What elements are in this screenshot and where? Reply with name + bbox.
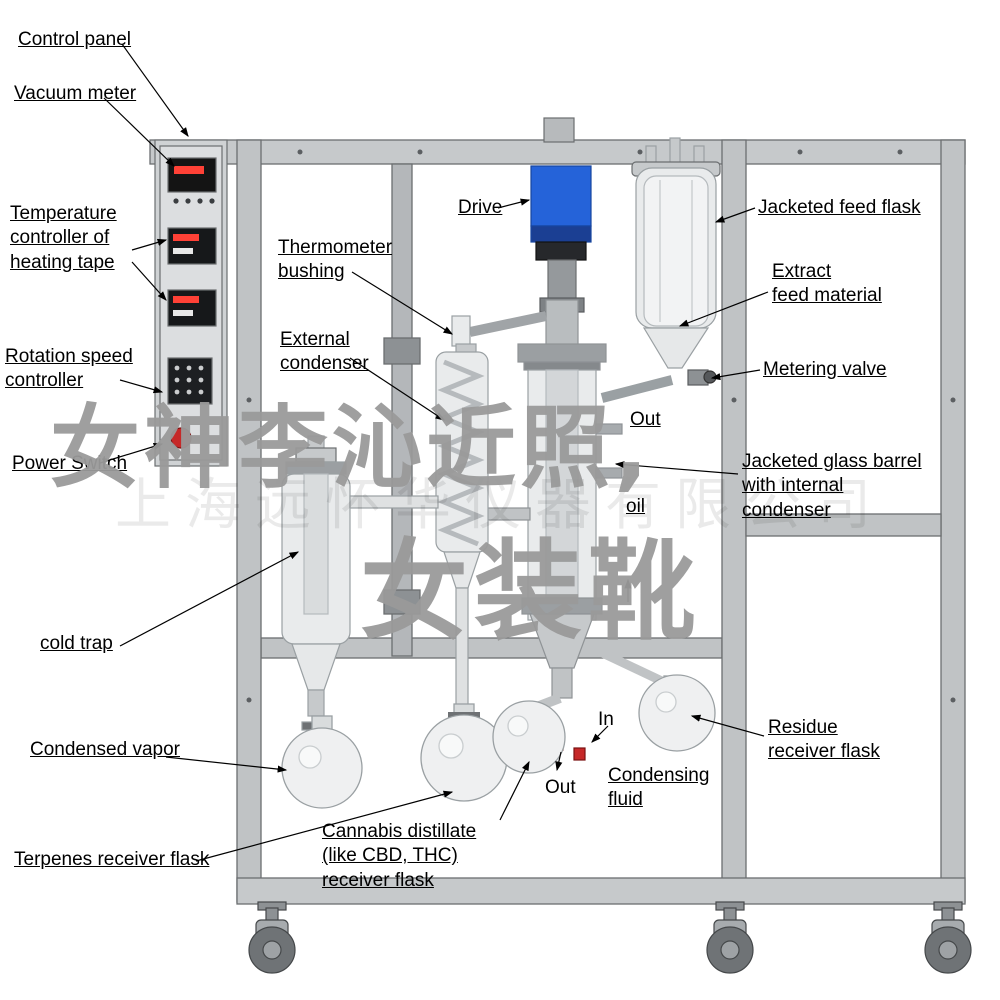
label-heat-out: Out	[630, 409, 661, 430]
receiver-flasks	[281, 643, 716, 809]
label-power-switch: Power Switch	[12, 453, 128, 474]
evaporator-column	[451, 299, 623, 761]
label-external-condenser: External condenser	[280, 329, 369, 375]
jacketed-feed-flask-vessel	[600, 137, 721, 403]
label-jacketed-barrel: Jacketed glass barrel with internal cond…	[742, 451, 922, 521]
label-metering-valve: Metering valve	[763, 359, 887, 380]
label-cannabis-flask: Cannabis distillate (like CBD, THC) rece…	[322, 821, 477, 891]
label-residue-flask: Residue receiver flask	[768, 717, 880, 763]
temp-controller-display-1	[167, 227, 217, 265]
label-thermometer-bushing: Thermometer bushing	[278, 237, 393, 283]
oil-out-port	[595, 423, 623, 435]
label-jacketed-feed-flask: Jacketed feed flask	[758, 197, 921, 218]
temp-controller-display-2	[167, 289, 217, 327]
condensed-vapor-flask	[281, 727, 363, 809]
label-terpenes-flask: Terpenes receiver flask	[14, 849, 210, 870]
label-temp-controller: Temperature controller of heating tape	[10, 203, 117, 273]
residue-receiver-flask-vessel	[638, 674, 716, 752]
cold-trap-vessel	[281, 435, 439, 731]
power-switch-button[interactable]	[170, 427, 192, 449]
label-condensing-fluid: Condensing fluid	[608, 765, 710, 811]
label-out-port: Out	[545, 777, 576, 798]
cart-frame	[149, 139, 966, 905]
label-condensed-vapor: Condensed vapor	[30, 739, 180, 760]
label-heat-oil: oil	[626, 496, 646, 517]
leader-lines	[99, 43, 769, 862]
label-rotation-speed: Rotation speed controller	[5, 346, 133, 392]
label-vacuum-meter: Vacuum meter	[14, 83, 137, 104]
oil-in-port	[595, 467, 623, 479]
control-panel-cabinet	[154, 139, 228, 467]
vacuum-meter-display	[167, 157, 217, 193]
label-in-port: In	[598, 709, 614, 730]
label-drive: Drive	[458, 197, 503, 218]
external-condenser-vessel	[435, 343, 489, 707]
caster-wheels	[248, 901, 972, 974]
out-fitting	[573, 747, 586, 761]
label-extract-feed: Extract feed material	[772, 261, 882, 307]
label-control-panel: Control panel	[18, 29, 132, 50]
label-cold-trap: cold trap	[40, 633, 113, 654]
